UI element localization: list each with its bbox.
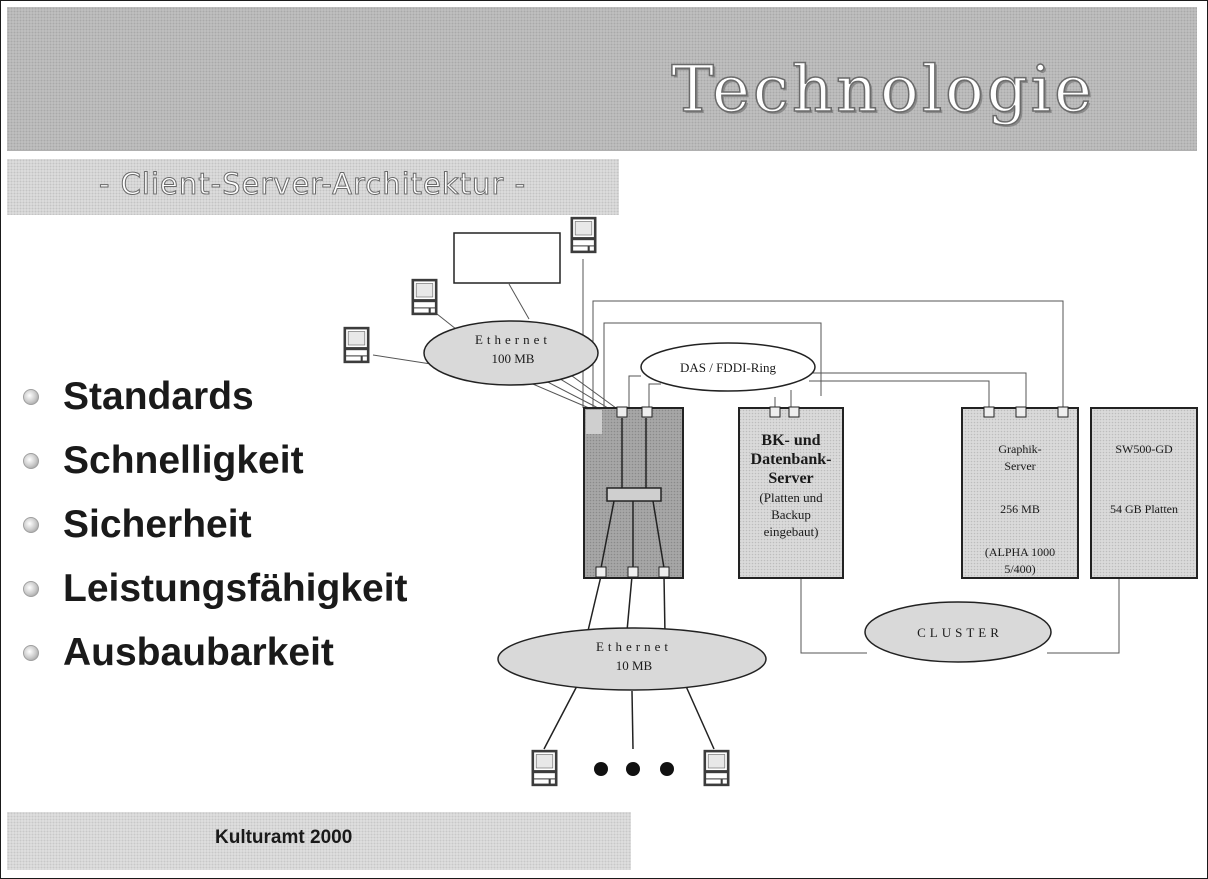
device-box [453, 232, 561, 284]
workstation-icon [570, 216, 597, 254]
ethernet-10-speed: 10 MB [616, 658, 653, 673]
ethernet-100-name: Ethernet [475, 332, 551, 347]
more-dots [660, 762, 674, 776]
bullet-item: Ausbaubarkeit [23, 621, 408, 685]
bullet-text: Leistungsfähigkeit [63, 567, 408, 610]
graphik-line-5: 5/400) [1004, 562, 1035, 576]
bullet-icon [23, 517, 39, 533]
graphik-line-1: Graphik- [998, 442, 1041, 456]
switch-tower [583, 406, 684, 579]
workstation-icon [531, 749, 558, 787]
ethernet-10-ellipse [497, 627, 767, 691]
header-band [7, 7, 1197, 151]
bk-datenbank-server: BK- und Datenbank- Server (Platten und B… [738, 406, 844, 579]
bullet-item: Leistungsfähigkeit [23, 557, 408, 621]
fddi-ring-ellipse [640, 342, 816, 392]
footer-label: Kulturamt 2000 [215, 827, 353, 848]
graphik-server: Graphik- Server 256 MB (ALPHA 1000 5/400… [961, 406, 1079, 579]
bottom-connections [543, 575, 715, 750]
more-dots [594, 762, 608, 776]
workstation-icon [343, 326, 370, 364]
bullet-item: Standards [23, 365, 408, 429]
bullet-text: Schnelligkeit [63, 439, 304, 482]
ethernet-100-speed: 100 MB [492, 351, 535, 366]
more-dots [626, 762, 640, 776]
bk-server-detail-3: eingebaut) [764, 524, 819, 539]
bk-server-title-3: Server [768, 470, 813, 487]
bullet-list: Standards Schnelligkeit Sicherheit Leist… [23, 365, 408, 685]
ethernet-10-name: Ethernet [596, 639, 672, 654]
workstation-icon [411, 278, 438, 316]
graphik-line-2: Server [1004, 459, 1035, 473]
storage-line-2: 54 GB Platten [1110, 502, 1178, 516]
bullet-icon [23, 581, 39, 597]
slide-title: Technologie [671, 52, 1095, 128]
bullet-item: Sicherheit [23, 493, 408, 557]
graphik-line-4: (ALPHA 1000 [985, 545, 1055, 559]
bullet-text: Standards [63, 375, 254, 418]
bullet-icon [23, 389, 39, 405]
slide-subtitle: - Client-Server-Architektur - [98, 167, 527, 202]
bullet-text: Ausbaubarkeit [63, 631, 334, 674]
bullet-item: Schnelligkeit [23, 429, 408, 493]
cluster-label: CLUSTER [917, 625, 1003, 640]
bk-server-title-1: BK- und [761, 432, 820, 449]
storage-line-1: SW500-GD [1115, 442, 1173, 456]
subtitle-band [7, 159, 619, 215]
graphik-line-3: 256 MB [1000, 502, 1040, 516]
bk-server-detail-2: Backup [771, 507, 811, 522]
storage-unit: SW500-GD 54 GB Platten [1090, 407, 1198, 579]
bullet-text: Sicherheit [63, 503, 252, 546]
cluster-ellipse [864, 601, 1052, 663]
bullet-icon [23, 645, 39, 661]
fddi-ring-label: DAS / FDDI-Ring [680, 360, 777, 375]
bk-server-detail-1: (Platten und [759, 490, 823, 505]
workstation-icon [703, 749, 730, 787]
footer-band [7, 812, 631, 870]
bk-server-title-2: Datenbank- [751, 451, 832, 468]
ethernet-100-ellipse [423, 320, 599, 386]
bullet-icon [23, 453, 39, 469]
